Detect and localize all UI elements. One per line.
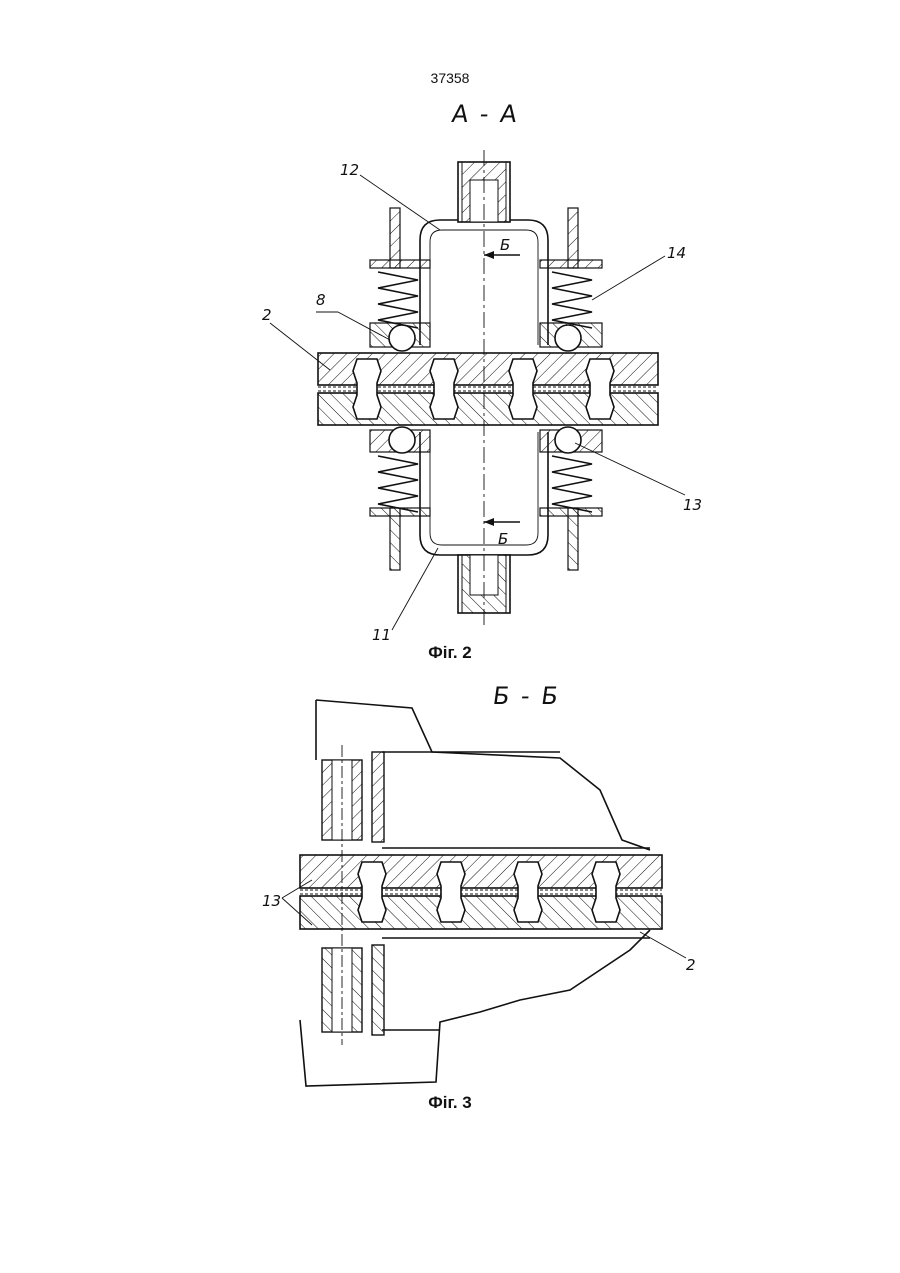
callout-2-fig3: 2	[686, 956, 696, 974]
figure-3-caption: Фіг. 3	[0, 1093, 900, 1113]
fig3-nozzles	[322, 745, 362, 1045]
callout-13-fig3: 13	[262, 892, 281, 910]
